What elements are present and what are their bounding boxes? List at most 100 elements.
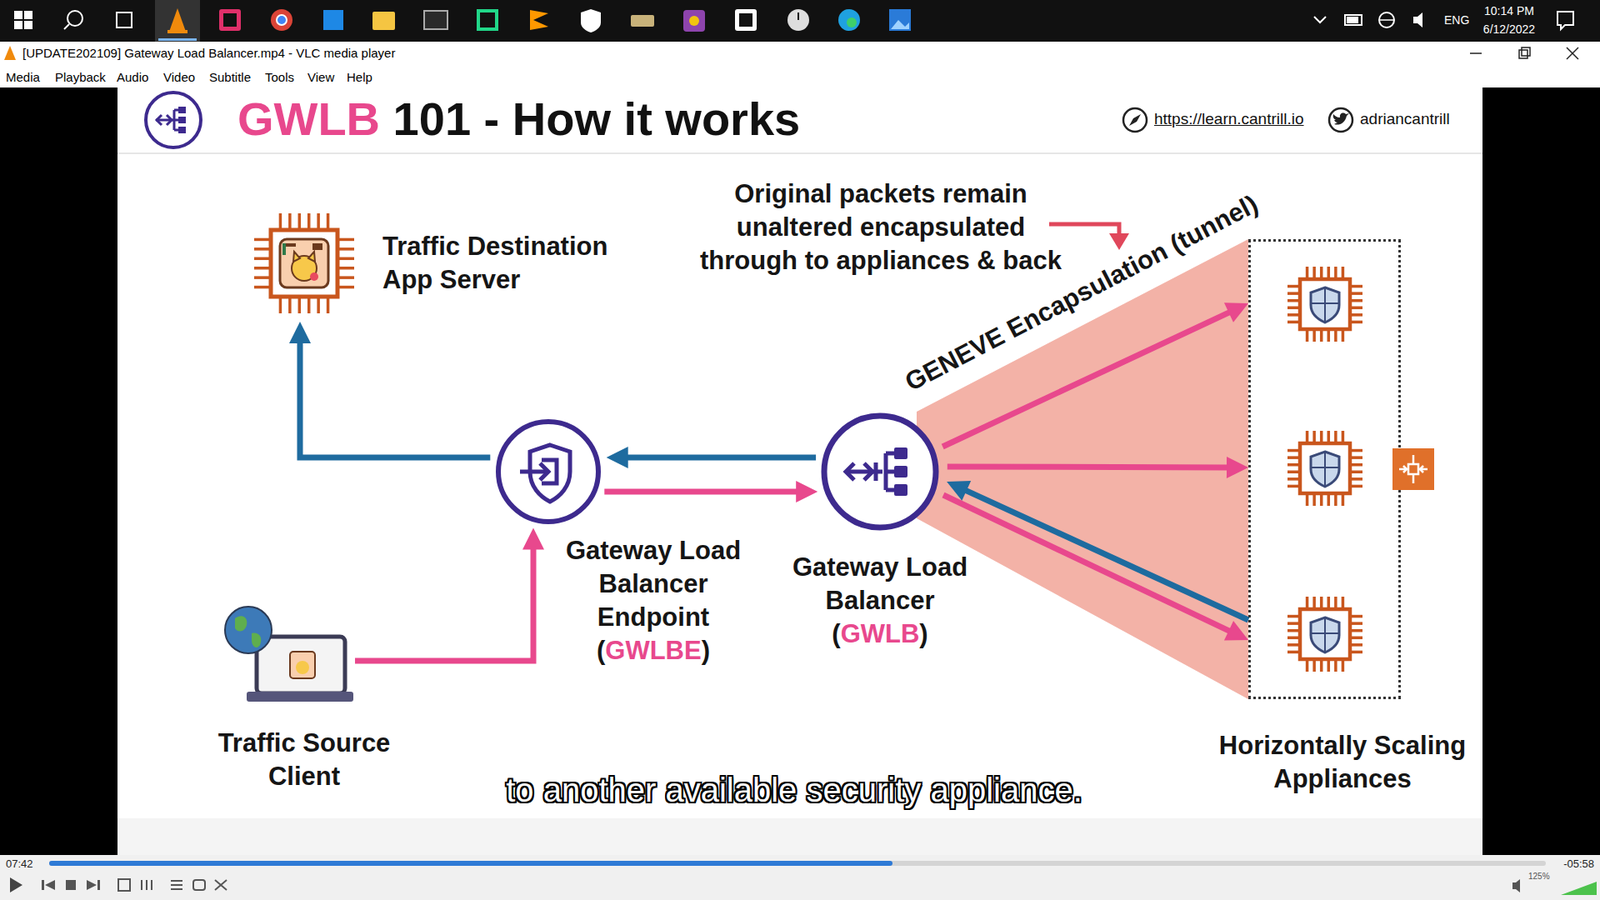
g-part bbox=[178, 106, 186, 134]
title-highlight: GWLB bbox=[237, 92, 380, 145]
flow-line bbox=[604, 489, 799, 495]
circle-part bbox=[1329, 108, 1353, 132]
node-box: Traffic Source Client bbox=[223, 603, 354, 710]
path-part bbox=[1310, 287, 1340, 323]
node-label: Traffic Destination App Server bbox=[382, 230, 633, 297]
g-part bbox=[894, 447, 908, 496]
circle-part bbox=[689, 15, 700, 26]
circle-part bbox=[824, 415, 936, 528]
rect-part bbox=[0, 87, 1600, 855]
polyline-part bbox=[864, 463, 873, 480]
circle-part bbox=[295, 660, 310, 675]
rect-part bbox=[117, 87, 1483, 855]
rect-part bbox=[735, 9, 757, 31]
flow-arrow bbox=[604, 480, 818, 503]
line-part bbox=[1566, 47, 1579, 60]
line-part bbox=[874, 462, 879, 481]
menu-item: Video bbox=[163, 70, 195, 85]
rect-part bbox=[424, 10, 448, 30]
tray-language: ENG bbox=[1444, 13, 1470, 27]
line-part bbox=[316, 213, 320, 230]
tray-date: 6/12/2022 bbox=[1483, 22, 1535, 36]
svg-part bbox=[252, 211, 356, 315]
arrow-head bbox=[946, 480, 971, 501]
line-part bbox=[337, 247, 355, 251]
rect-part bbox=[219, 9, 241, 31]
rect-part bbox=[158, 38, 197, 41]
arrow-head bbox=[795, 480, 818, 503]
remaining-time: -05:58 bbox=[1563, 857, 1595, 870]
path-part bbox=[1310, 451, 1340, 487]
line-part bbox=[145, 880, 148, 890]
rect-part bbox=[1392, 448, 1435, 490]
menu-item: Audio bbox=[116, 70, 149, 85]
g-part bbox=[845, 453, 895, 490]
menu-item: Help bbox=[346, 70, 373, 85]
line-part bbox=[307, 213, 311, 230]
twitter-handle: adriancantrill bbox=[1360, 110, 1450, 129]
line-part bbox=[1566, 47, 1579, 60]
flow-line bbox=[947, 464, 1230, 471]
rect-part bbox=[178, 126, 186, 134]
line-part bbox=[1379, 19, 1395, 21]
path-part bbox=[323, 10, 344, 30]
node-label: Traffic Source Client bbox=[204, 726, 405, 794]
acronym-highlight: GWLB bbox=[840, 619, 920, 649]
line-part bbox=[298, 213, 302, 230]
line-part bbox=[1412, 455, 1415, 465]
circle-part bbox=[225, 606, 272, 654]
rect-part bbox=[24, 10, 33, 20]
flow-arrow bbox=[946, 480, 1249, 620]
rect-part bbox=[24, 20, 33, 30]
node-label-group: Gateway Load Balancer(GWLB) bbox=[780, 550, 980, 651]
node-box: Gateway Load Balancer(GWLB) bbox=[820, 412, 940, 531]
rect-part bbox=[894, 484, 908, 496]
rect-part bbox=[193, 880, 205, 890]
node-label: Gateway Load Balancer bbox=[780, 550, 980, 618]
line-part bbox=[170, 884, 183, 886]
g-part bbox=[41, 880, 100, 890]
volume-level: 125% bbox=[1528, 871, 1550, 881]
arrow-head bbox=[522, 527, 545, 550]
line-part bbox=[337, 285, 355, 290]
g-part bbox=[1287, 430, 1363, 506]
circle-part bbox=[1379, 12, 1395, 28]
line-part bbox=[215, 880, 227, 890]
line-part bbox=[337, 257, 355, 261]
polyline-part bbox=[845, 463, 855, 480]
rect-part bbox=[117, 818, 1483, 855]
line-part bbox=[254, 257, 271, 261]
path-part bbox=[1310, 617, 1340, 653]
polygon-part bbox=[10, 877, 23, 893]
arrow-head bbox=[289, 321, 311, 344]
flow-arrow bbox=[943, 495, 1249, 641]
polygon-part bbox=[1109, 233, 1130, 250]
rect-part bbox=[476, 9, 499, 31]
svg-part bbox=[223, 603, 354, 710]
line-part bbox=[215, 880, 227, 890]
rect-part bbox=[1300, 279, 1350, 330]
rect-part bbox=[270, 230, 338, 297]
rect-part bbox=[0, 0, 1600, 42]
video-subtitle: to another available security appliance. bbox=[505, 771, 1083, 810]
line-part bbox=[885, 451, 895, 456]
g-part bbox=[155, 110, 179, 130]
line-part bbox=[1412, 474, 1415, 484]
rect-part bbox=[223, 13, 237, 27]
flow-line bbox=[300, 340, 490, 458]
polyline-part bbox=[540, 463, 549, 480]
arrow-head bbox=[1226, 456, 1249, 479]
polyline-part bbox=[1420, 465, 1424, 473]
polyline-part bbox=[1403, 465, 1407, 473]
line-part bbox=[326, 213, 330, 230]
path-part bbox=[251, 633, 261, 648]
rect-part bbox=[118, 879, 130, 891]
line-part bbox=[337, 266, 355, 270]
rect-part bbox=[1521, 47, 1530, 56]
rect-part bbox=[0, 41, 1600, 88]
rect-part bbox=[178, 106, 186, 114]
svg-part bbox=[495, 418, 602, 525]
path-part bbox=[1413, 12, 1423, 28]
node-label: Horizontally Scaling Appliances bbox=[1209, 729, 1476, 796]
